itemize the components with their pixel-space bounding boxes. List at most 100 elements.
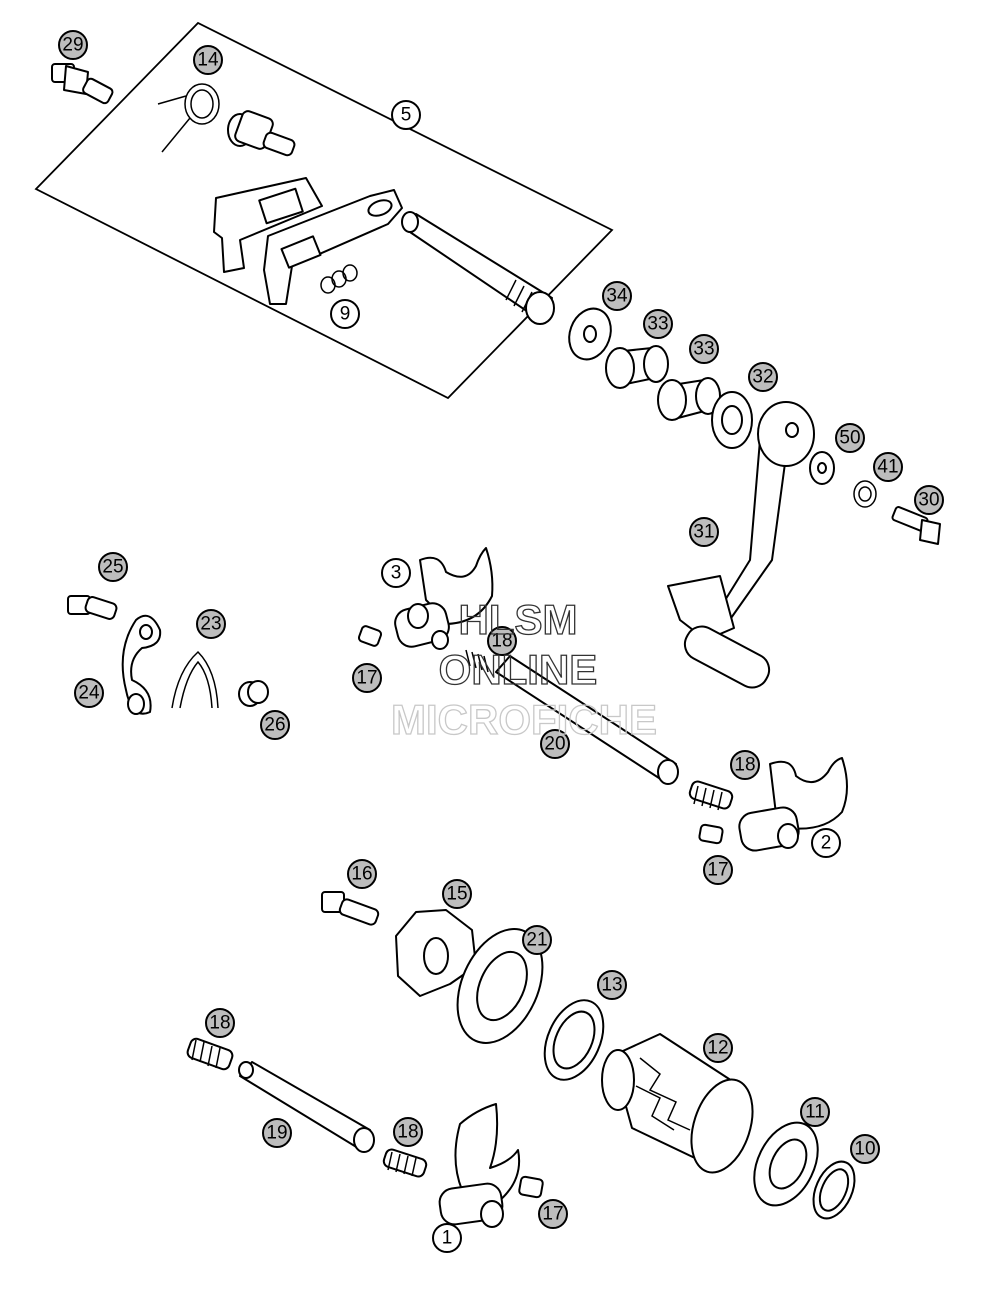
part-20-shaft xyxy=(495,655,679,785)
svg-text:1: 1 xyxy=(442,1228,453,1249)
part-33-bushing-b xyxy=(657,377,721,421)
svg-text:12: 12 xyxy=(707,1038,728,1059)
svg-text:33: 33 xyxy=(647,314,668,335)
callout-32: 32 xyxy=(748,362,778,392)
callout-34: 34 xyxy=(602,281,632,311)
part-21-bearing xyxy=(456,928,544,1044)
part-29-stud xyxy=(51,63,114,105)
watermark-line-2: ONLINE xyxy=(439,646,598,693)
callout-31: 31 xyxy=(689,517,719,547)
part-31-shift-lever xyxy=(667,401,815,689)
callout-24: 24 xyxy=(74,678,104,708)
part-10-washer xyxy=(812,1160,856,1220)
callout-25: 25 xyxy=(98,552,128,582)
part-plate-arm xyxy=(213,177,323,273)
callout-10: 10 xyxy=(850,1134,880,1164)
part-lever-plate xyxy=(263,189,403,305)
svg-text:3: 3 xyxy=(391,563,402,584)
svg-text:34: 34 xyxy=(606,286,628,307)
part-16-bolt xyxy=(321,891,380,926)
svg-text:19: 19 xyxy=(266,1123,287,1144)
callout-1: 1 xyxy=(432,1223,462,1253)
callout-20: 20 xyxy=(540,729,570,759)
part-23-spring xyxy=(171,650,219,709)
callout-18-b: 18 xyxy=(730,750,760,780)
callout-2: 2 xyxy=(811,828,841,858)
part-25-bolt xyxy=(67,595,118,620)
svg-text:13: 13 xyxy=(601,975,622,996)
callout-50: 50 xyxy=(835,423,865,453)
callout-15: 15 xyxy=(442,879,472,909)
part-26-bushing xyxy=(238,680,269,707)
part-18-spring-d xyxy=(382,1148,428,1178)
callout-12: 12 xyxy=(703,1033,733,1063)
part-11-bearing xyxy=(753,1121,819,1207)
svg-text:18: 18 xyxy=(209,1013,230,1034)
svg-text:16: 16 xyxy=(351,864,372,885)
part-17-pin-c xyxy=(518,1175,544,1199)
callout-41: 41 xyxy=(873,452,903,482)
part-3-shift-fork xyxy=(394,547,494,650)
svg-text:20: 20 xyxy=(544,734,565,755)
svg-text:18: 18 xyxy=(397,1122,418,1143)
part-18-spring-c xyxy=(186,1037,234,1071)
part-2-shift-fork xyxy=(738,757,848,852)
callout-33-b: 33 xyxy=(689,334,719,364)
svg-text:11: 11 xyxy=(805,1102,825,1123)
callout-18-a: 18 xyxy=(487,626,517,656)
callout-29: 29 xyxy=(58,30,88,60)
svg-text:17: 17 xyxy=(356,668,377,689)
svg-text:2: 2 xyxy=(821,833,832,854)
callout-3: 3 xyxy=(381,558,411,588)
callout-11: 11 xyxy=(800,1097,830,1127)
callout-5: 5 xyxy=(391,100,421,130)
svg-text:25: 25 xyxy=(102,557,123,578)
part-32-seal xyxy=(711,391,753,449)
part-18-spring-b xyxy=(688,780,734,811)
svg-text:5: 5 xyxy=(401,105,412,126)
part-30-bolt xyxy=(891,506,941,545)
callout-30: 30 xyxy=(914,485,944,515)
watermark-line-3: MICROFICHE xyxy=(391,696,657,743)
watermark: HLSM ONLINE MICROFICHE xyxy=(390,595,657,743)
callout-14: 14 xyxy=(193,45,223,75)
part-41-circlip xyxy=(853,480,877,508)
svg-text:29: 29 xyxy=(62,35,83,56)
svg-text:30: 30 xyxy=(918,490,939,511)
svg-text:17: 17 xyxy=(542,1204,563,1225)
part-15-shift-cam xyxy=(395,909,477,997)
callout-23: 23 xyxy=(196,609,226,639)
callout-13: 13 xyxy=(597,970,627,1000)
svg-text:50: 50 xyxy=(839,428,860,449)
part-19-shaft xyxy=(238,1061,375,1153)
svg-text:15: 15 xyxy=(446,884,467,905)
callout-33-a: 33 xyxy=(643,309,673,339)
part-1-shift-fork xyxy=(438,1103,520,1228)
svg-text:41: 41 xyxy=(877,457,898,478)
callout-21: 21 xyxy=(522,925,552,955)
callout-9: 9 xyxy=(330,299,360,329)
part-50-washer xyxy=(809,451,835,485)
svg-text:21: 21 xyxy=(526,930,547,951)
callout-18-d: 18 xyxy=(393,1117,423,1147)
callout-17-b: 17 xyxy=(703,855,733,885)
svg-text:18: 18 xyxy=(734,755,755,776)
svg-text:26: 26 xyxy=(264,715,285,736)
svg-text:14: 14 xyxy=(197,50,219,71)
part-13-washer xyxy=(543,999,605,1081)
part-34-washer xyxy=(568,307,612,361)
svg-text:32: 32 xyxy=(752,367,773,388)
part-17-pin-b xyxy=(698,823,724,845)
part-12-shift-drum xyxy=(601,1033,754,1174)
part-bolt-collar xyxy=(227,110,296,157)
callout-17-c: 17 xyxy=(538,1199,568,1229)
callout-17-a: 17 xyxy=(352,663,382,693)
callout-18-c: 18 xyxy=(205,1008,235,1038)
assembly-box-5 xyxy=(34,21,614,400)
svg-text:10: 10 xyxy=(854,1139,875,1160)
part-14-spring xyxy=(157,83,220,153)
callout-16: 16 xyxy=(347,859,377,889)
watermark-line-1: HLSM xyxy=(459,596,578,643)
part-18-spring-a xyxy=(465,649,489,673)
